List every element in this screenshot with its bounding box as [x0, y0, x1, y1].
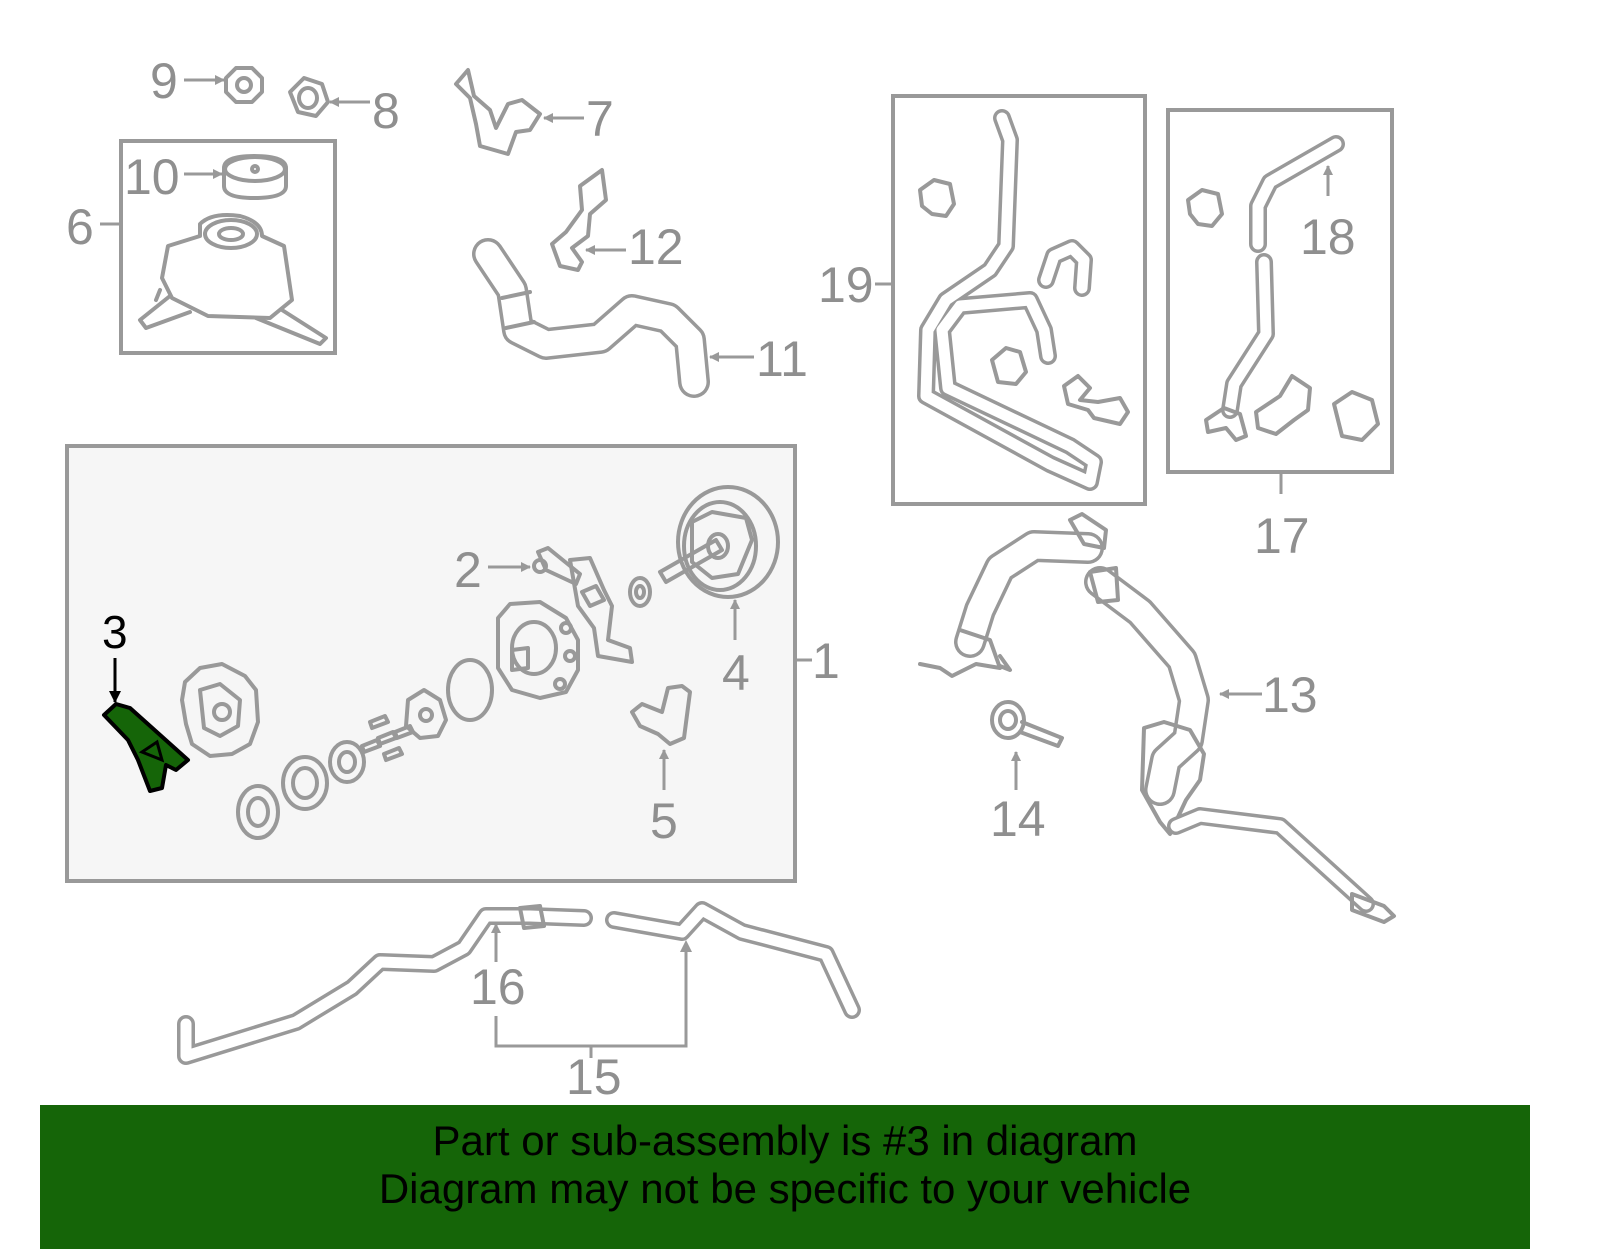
callout-1: 1 — [812, 633, 840, 689]
hose-box-17 — [1166, 108, 1394, 474]
box17-clamp — [1186, 188, 1224, 228]
box17-line — [1221, 253, 1275, 419]
o-ring — [446, 658, 494, 722]
part-13-pressure-hose[interactable] — [918, 512, 1396, 924]
callout-5: 5 — [650, 793, 678, 849]
box-19-group — [891, 94, 1147, 506]
callout-14: 14 — [990, 791, 1046, 847]
callout-19: 19 — [818, 257, 874, 313]
callout-labels: 9 8 7 10 6 12 11 19 18 17 2 4 1 5 3 13 1… — [66, 53, 1356, 1105]
part-3-bracket[interactable] — [102, 702, 190, 793]
callout-18: 18 — [1300, 209, 1356, 265]
part-4-pulley[interactable] — [658, 485, 780, 599]
callout-12: 12 — [628, 219, 684, 275]
callout-17: 17 — [1254, 508, 1310, 564]
part-11-return-hose[interactable] — [472, 238, 710, 398]
callout-11: 11 — [756, 331, 808, 387]
part-5-pressure-switch[interactable] — [630, 684, 692, 746]
reservoir-group — [119, 139, 337, 355]
pump-assembly-group — [65, 444, 797, 883]
callout-7: 7 — [586, 91, 614, 147]
box19-clamp-a — [918, 178, 956, 218]
info-banner: Part or sub-assembly is #3 in diagram Di… — [40, 1105, 1530, 1249]
pump-vanes — [360, 714, 415, 762]
box19-bracket — [1062, 374, 1130, 426]
part-9-bolt[interactable] — [224, 66, 264, 104]
leader-lines — [100, 75, 1333, 1058]
reservoir-box — [119, 139, 337, 355]
box17-fitting — [1204, 406, 1248, 442]
part-18-suction-hose[interactable] — [1249, 135, 1345, 253]
part-7-bracket[interactable] — [454, 68, 542, 156]
part-15-cooler-line[interactable] — [605, 901, 861, 1019]
callout-8: 8 — [372, 83, 400, 139]
hose-box-19 — [891, 94, 1147, 506]
box17-bracket-b — [1332, 390, 1380, 442]
seal-ring-c — [328, 740, 366, 784]
seal-ring-b — [281, 755, 329, 811]
part-12-clip[interactable] — [550, 168, 608, 272]
pump-assembly-box — [65, 444, 797, 883]
pump-bracket — [568, 556, 634, 664]
part-8-nut[interactable] — [288, 76, 330, 118]
callout-2: 2 — [454, 542, 482, 598]
callout-13: 13 — [1262, 667, 1318, 723]
banner-disclaimer-line: Diagram may not be specific to your vehi… — [378, 1165, 1192, 1212]
box19-clamp-b — [990, 346, 1028, 386]
box17-bracket-a — [1254, 374, 1312, 436]
callout-16: 16 — [470, 959, 526, 1015]
callout-4: 4 — [722, 645, 750, 701]
pump-rotor — [404, 688, 448, 740]
callout-3[interactable]: 3 — [102, 606, 128, 658]
pump-body[interactable] — [496, 600, 580, 700]
part-16-return-line[interactable] — [177, 904, 593, 1065]
box-17-group — [1166, 108, 1394, 474]
callout-6: 6 — [66, 199, 94, 255]
callout-10: 10 — [124, 149, 180, 205]
reservoir-tank[interactable] — [160, 213, 294, 320]
callout-15: 15 — [566, 1049, 622, 1105]
pump-rear-cover[interactable] — [180, 662, 260, 758]
part-3-bracket-hole — [138, 739, 165, 763]
callout-9: 9 — [150, 53, 178, 109]
part-19-pressure-line[interactable] — [917, 109, 1103, 491]
part-14-union-bolt[interactable] — [990, 700, 1064, 748]
seal-ring-a — [236, 784, 280, 840]
banner-part-line: Part or sub-assembly is #3 in diagram — [432, 1117, 1138, 1164]
